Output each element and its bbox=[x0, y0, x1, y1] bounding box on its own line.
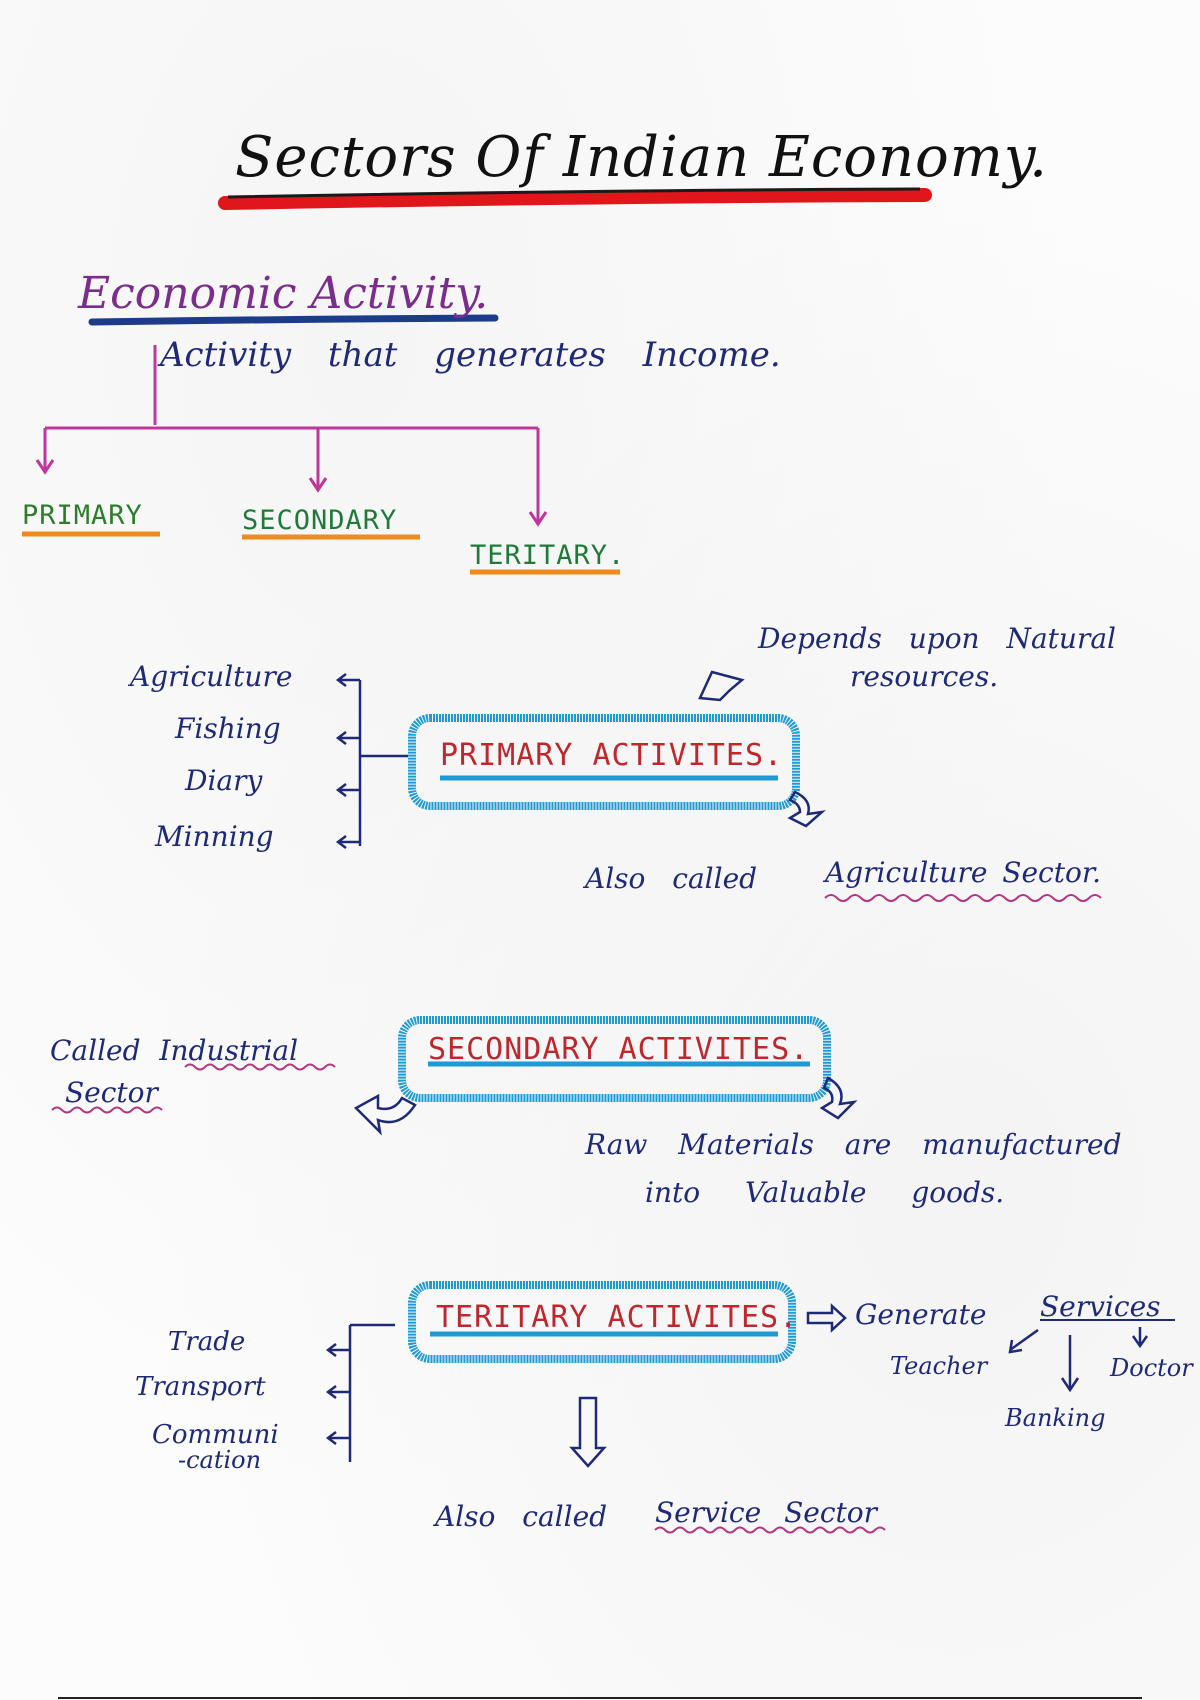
title-underline bbox=[218, 188, 932, 210]
primary-box bbox=[408, 714, 800, 810]
service-doctor: Doctor bbox=[1110, 1354, 1193, 1382]
generate-arrow bbox=[806, 1303, 847, 1333]
tertiary-also-called-prefix: Also called bbox=[435, 1500, 608, 1533]
primary-example-2: Fishing bbox=[175, 712, 281, 745]
primary-box-label: PRIMARY ACTIVITES. bbox=[440, 738, 784, 773]
category-tertiary: TERITARY. bbox=[470, 540, 626, 571]
economic-activity-definition: Activity that generates Income. bbox=[160, 335, 781, 375]
secondary-note-line2: into Valuable goods. bbox=[645, 1176, 1005, 1209]
primary-also-called-value: Agriculture Sector. bbox=[825, 856, 1102, 889]
economic-activity-heading: Economic Activity. bbox=[78, 268, 489, 319]
primary-example-3: Diary bbox=[185, 764, 263, 797]
tertiary-example-4: -cation bbox=[178, 1446, 262, 1474]
heading-underline bbox=[88, 314, 499, 326]
secondary-note-line1: Raw Materials are manufactured bbox=[585, 1128, 1122, 1161]
category-primary: PRIMARY bbox=[22, 500, 143, 531]
primary-also-called-prefix: Also called bbox=[585, 862, 758, 895]
tertiary-example-1: Trade bbox=[168, 1327, 246, 1357]
service-teacher: Teacher bbox=[890, 1352, 988, 1380]
tertiary-box bbox=[408, 1281, 796, 1363]
category-secondary: SECONDARY bbox=[242, 505, 398, 536]
secondary-called-line2: Sector bbox=[65, 1076, 158, 1109]
secondary-right-arrow bbox=[819, 1076, 858, 1120]
tertiary-generate-prefix: Generate bbox=[855, 1298, 987, 1331]
activity-tree bbox=[35, 345, 548, 527]
primary-note-line1: Depends upon Natural bbox=[758, 622, 1116, 655]
secondary-called-line1: Called Industrial bbox=[50, 1034, 299, 1067]
services-branch bbox=[1008, 1327, 1149, 1393]
service-banking: Banking bbox=[1005, 1404, 1106, 1432]
tertiary-example-3: Communi bbox=[152, 1420, 279, 1450]
tertiary-generate-value: Services bbox=[1040, 1290, 1161, 1323]
primary-also-arrow bbox=[787, 790, 826, 828]
agri-wavy-underline bbox=[824, 894, 1102, 902]
page-title: Sectors Of Indian Economy. bbox=[235, 125, 1048, 190]
primary-example-4: Minning bbox=[155, 820, 274, 853]
primary-note-arrow bbox=[698, 670, 745, 702]
tertiary-down-arrow bbox=[569, 1396, 607, 1468]
primary-bracket bbox=[335, 673, 408, 849]
tertiary-bracket bbox=[325, 1323, 395, 1462]
tertiary-box-label: TERITARY ACTIVITES. bbox=[436, 1300, 799, 1335]
tertiary-also-called-value: Service Sector bbox=[655, 1496, 877, 1529]
tertiary-example-2: Transport bbox=[135, 1372, 266, 1402]
primary-example-1: Agriculture bbox=[130, 660, 293, 693]
secondary-box bbox=[398, 1016, 831, 1102]
secondary-left-arrow bbox=[353, 1093, 417, 1136]
primary-note-line2: resources. bbox=[850, 660, 999, 693]
secondary-box-label: SECONDARY ACTIVITES. bbox=[428, 1032, 810, 1067]
